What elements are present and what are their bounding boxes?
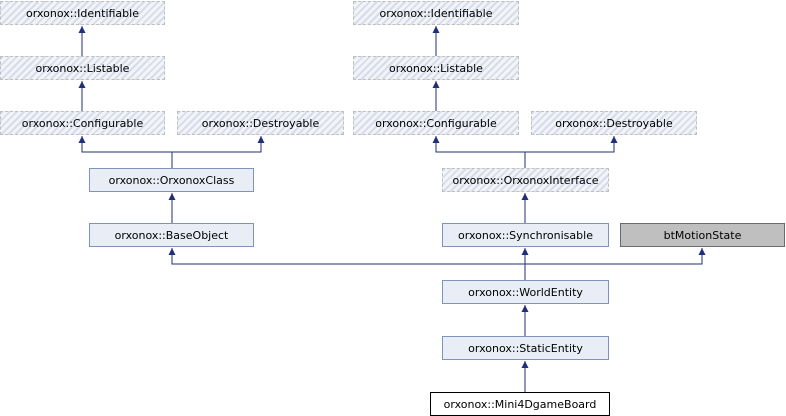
node-destroyable-left[interactable]: orxonox::Destroyable xyxy=(177,111,344,135)
node-synchronisable[interactable]: orxonox::Synchronisable xyxy=(442,223,609,247)
node-identifiable-right[interactable]: orxonox::Identifiable xyxy=(353,1,519,25)
edge-orxonoxinterface-to-destroyable-right xyxy=(525,136,618,153)
node-configurable-left[interactable]: orxonox::Configurable xyxy=(0,111,165,135)
node-mini4dgameboard[interactable]: orxonox::Mini4DgameBoard xyxy=(430,392,610,416)
edge-worldentity-to-btmotionstate xyxy=(525,248,706,265)
node-btmotionstate[interactable]: btMotionState xyxy=(620,223,785,247)
node-orxonoxinterface[interactable]: orxonox::OrxonoxInterface xyxy=(442,168,609,192)
node-listable-left[interactable]: orxonox::Listable xyxy=(0,56,165,80)
edge-orxonoxclass-to-destroyable-left xyxy=(172,136,265,153)
node-baseobject[interactable]: orxonox::BaseObject xyxy=(89,223,254,247)
node-listable-right[interactable]: orxonox::Listable xyxy=(353,56,519,80)
node-configurable-right[interactable]: orxonox::Configurable xyxy=(353,111,519,135)
node-orxonoxclass[interactable]: orxonox::OrxonoxClass xyxy=(89,168,254,192)
node-destroyable-right[interactable]: orxonox::Destroyable xyxy=(531,111,697,135)
node-worldentity[interactable]: orxonox::WorldEntity xyxy=(442,280,609,304)
edge-orxonoxclass-to-configurable-left xyxy=(78,136,173,168)
edge-orxonoxinterface-to-configurable-right xyxy=(432,136,526,168)
edge-worldentity-to-baseobject xyxy=(168,248,526,280)
node-identifiable-left[interactable]: orxonox::Identifiable xyxy=(0,1,165,25)
node-staticentity[interactable]: orxonox::StaticEntity xyxy=(442,336,609,360)
